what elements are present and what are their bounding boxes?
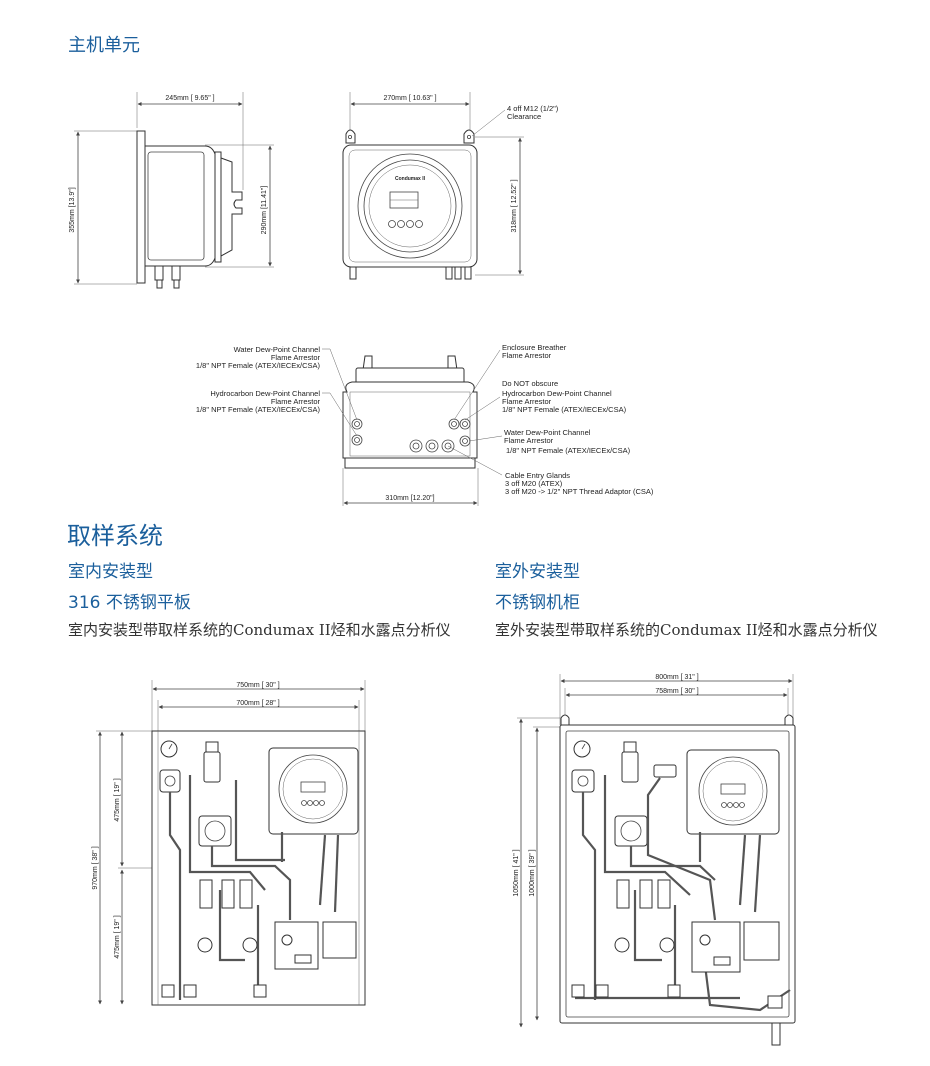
bottom-width-dim: 310mm [12.20"]	[385, 495, 434, 502]
callout-breather-l1: Enclosure Breather	[502, 343, 567, 352]
left-callouts: Water Dew-Point Channel Flame Arrestor 1…	[196, 345, 321, 414]
outdoor-type-heading: 室外安装型	[495, 562, 580, 582]
outdoor-inner-height-dim: 1000mm [ 39" ]	[529, 849, 536, 896]
front-brand-label: Condumax II	[395, 176, 426, 182]
right-callouts: Enclosure Breather Flame Arrestor Do NOT…	[502, 343, 654, 496]
callout-hc-l3: 1/8" NPT Female (ATEX/IECEx/CSA)	[196, 405, 321, 414]
mount-note-line1: 4 off M12 (1/2")	[507, 104, 559, 113]
callout-hc-r-l1: Hydrocarbon Dew-Point Channel	[502, 389, 612, 398]
callout-water-r-l2: Flame Arrestor	[504, 436, 554, 445]
mount-note-line2: Clearance	[507, 112, 541, 121]
outdoor-inner-width-dim: 758mm [ 30" ]	[655, 688, 698, 695]
outdoor-cabinet-drawing: 800mm [ 31" ] 758mm [ 30" ] 1050mm [ 41"…	[513, 674, 796, 1046]
front-width-dim: 270mm [ 10.63" ]	[383, 95, 436, 102]
callout-breather-l2: Flame Arrestor	[502, 351, 552, 360]
indoor-total-height-dim: 970mm [ 38" ]	[92, 846, 99, 889]
callout-water-r-l1: Water Dew-Point Channel	[504, 428, 591, 437]
indoor-outer-width-dim: 750mm [ 30" ]	[236, 682, 279, 689]
side-height-dim: 355mm [13.9"]	[69, 187, 76, 232]
indoor-panel-drawing: 750mm [ 30" ] 700mm [ 28" ] 970mm [ 38" …	[92, 680, 366, 1006]
callout-glands-l2: 3 off M20 (ATEX)	[505, 479, 563, 488]
outdoor-material-heading: 不锈钢机柜	[495, 593, 580, 613]
callout-water-l1: Water Dew-Point Channel	[234, 345, 321, 354]
callout-hc-r-l2: Flame Arrestor	[502, 397, 552, 406]
callout-hc-l1: Hydrocarbon Dew-Point Channel	[210, 389, 320, 398]
front-height-dim: 318mm [ 12.52" ]	[511, 179, 518, 232]
side-view-drawing: 245mm [ 9.65" ] 355mm [13.9"] 290mm [11.…	[69, 92, 274, 289]
indoor-type-heading: 室内安装型	[68, 562, 153, 582]
bottom-view-drawing: 310mm [12.20"] Water Dew-Point Channel F…	[196, 343, 654, 506]
callout-do-not-obscure: Do NOT obscure	[502, 379, 558, 388]
indoor-inner-width-dim: 700mm [ 28" ]	[236, 700, 279, 707]
outdoor-outer-width-dim: 800mm [ 31" ]	[655, 674, 698, 681]
side-width-dim: 245mm [ 9.65" ]	[165, 95, 214, 102]
callout-water-l3: 1/8" NPT Female (ATEX/IECEx/CSA)	[196, 361, 321, 370]
sampling-system-title: 取样系统	[67, 522, 163, 550]
front-view-drawing: 270mm [ 10.63" ] Condumax II 318mm [ 12.…	[342, 92, 559, 280]
indoor-lower-height-dim: 475mm [ 19" ]	[114, 915, 121, 958]
indoor-description: 室内安装型带取样系统的Condumax II烃和水露点分析仪	[68, 621, 451, 639]
callout-water-l2: Flame Arrestor	[271, 353, 321, 362]
callout-water-r-l3: 1/8" NPT Female (ATEX/IECEx/CSA)	[506, 446, 631, 455]
callout-glands-l1: Cable Entry Glands	[505, 471, 570, 480]
outdoor-description: 室外安装型带取样系统的Condumax II烃和水露点分析仪	[495, 621, 878, 639]
callout-glands-l3: 3 off M20 -> 1/2" NPT Thread Adaptor (CS…	[505, 487, 654, 496]
main-unit-title: 主机单元	[68, 35, 140, 56]
callout-hc-l2: Flame Arrestor	[271, 397, 321, 406]
indoor-material-heading: 316 不锈钢平板	[68, 593, 191, 613]
outdoor-total-height-dim: 1050mm [ 41" ]	[513, 849, 520, 896]
side-body-height-dim: 290mm [11.41"]	[261, 186, 268, 235]
callout-hc-r-l3: 1/8" NPT Female (ATEX/IECEx/CSA)	[502, 405, 627, 414]
indoor-upper-height-dim: 475mm [ 19" ]	[114, 778, 121, 821]
